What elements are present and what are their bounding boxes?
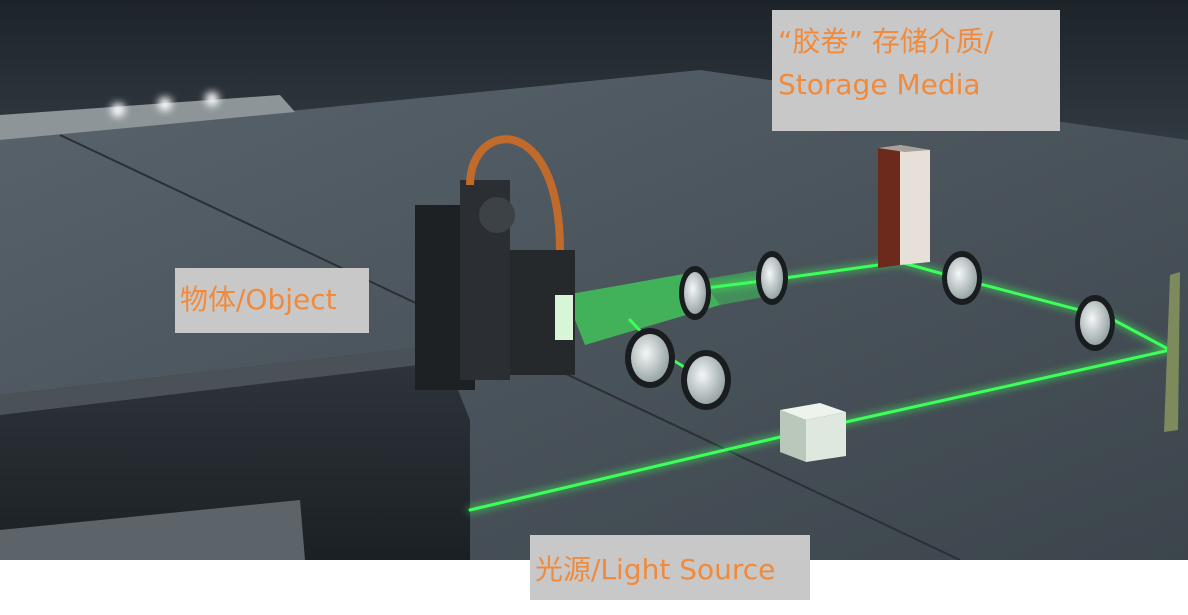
light-source-label: 光源/Light Source xyxy=(530,535,810,600)
storage-media-label-cn: “胶卷” 存储介质/ xyxy=(778,25,994,58)
storage-media-label: “胶卷” 存储介质/ Storage Media xyxy=(772,10,1060,131)
object-label: 物体/Object xyxy=(175,268,369,333)
storage-media-label-en: Storage Media xyxy=(778,68,981,102)
